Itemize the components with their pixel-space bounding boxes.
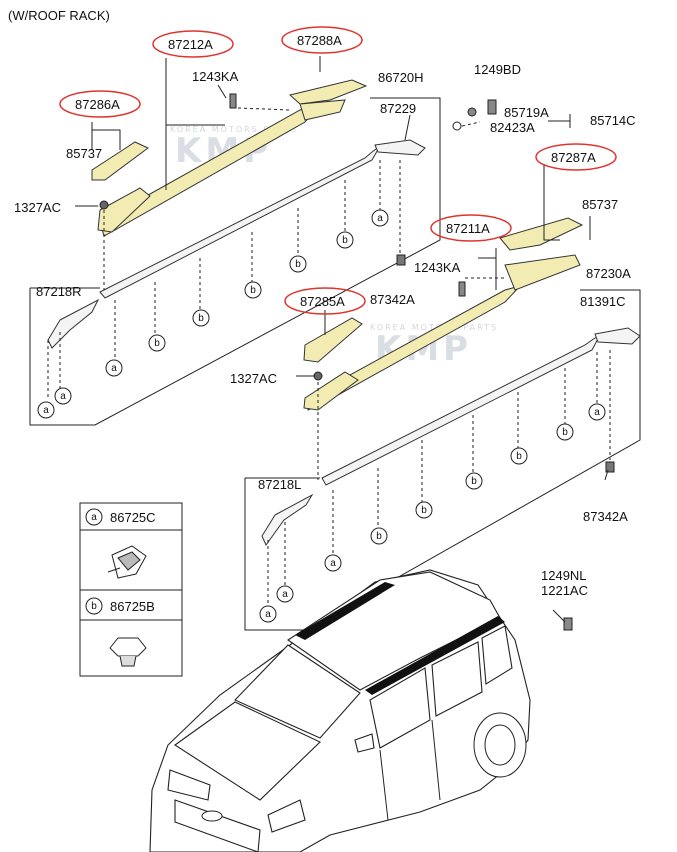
legend-part-a: 86725C [110, 510, 156, 525]
car-illustration [149, 569, 531, 852]
label-87212A: 87212A [168, 37, 213, 52]
callout-b: b [465, 472, 483, 490]
label-82423A: 82423A [490, 120, 535, 135]
upper-guide-lines [47, 107, 481, 400]
clip-a-icon [107, 545, 147, 579]
highlight-87285A [284, 287, 366, 315]
label-87286A: 87286A [75, 97, 120, 112]
svg-text:b: b [376, 531, 382, 542]
lower-callouts: a a a b b b b b a [259, 403, 606, 623]
label-87211A: 87211A [446, 221, 490, 236]
svg-text:b: b [154, 338, 160, 349]
label-87230A: 87230A [586, 266, 631, 281]
upper-callouts: a a a b b b b b a [37, 209, 389, 419]
callout-b: b [192, 309, 210, 327]
callout-a: a [259, 605, 277, 623]
diagram-title: (W/ROOF RACK) [8, 8, 110, 23]
upper-rail-cover-87212A [91, 79, 368, 237]
upper-leaders [75, 56, 571, 207]
upper-end-bracket [97, 187, 151, 233]
callout-a: a [588, 403, 606, 421]
callout-a: a [276, 585, 294, 603]
lower-fasteners [313, 371, 615, 631]
label-85737: 85737 [66, 146, 102, 161]
svg-text:a: a [60, 391, 66, 402]
label-87218R: 87218R [36, 284, 82, 299]
label-87218L: 87218L [258, 477, 301, 492]
label-87229: 87229 [380, 101, 416, 116]
label-87342A: 87342A [370, 292, 415, 307]
lower-assembly-frame [244, 289, 641, 631]
clip-b-icon [109, 637, 147, 667]
svg-text:a: a [282, 589, 288, 600]
callout-b: b [510, 447, 528, 465]
label-1249BD: 1249BD [474, 62, 521, 77]
label-85737: 85737 [582, 197, 618, 212]
part-labels: 87212A 87288A 1243KA 87286A 85737 1327AC… [14, 26, 636, 598]
callout-b: b [244, 281, 262, 299]
svg-text:a: a [111, 363, 117, 374]
svg-text:a: a [43, 405, 49, 416]
label-1221AC: 1221AC [541, 583, 588, 598]
svg-text:KOREA MOTORS PARTS: KOREA MOTORS PARTS [170, 125, 298, 134]
label-87287A: 87287A [551, 150, 596, 165]
highlight-87286A [59, 90, 141, 118]
lower-guide-lines [267, 277, 611, 605]
legend-item-b: b 86725B [85, 597, 155, 615]
callout-a: a [54, 387, 72, 405]
upper-fasteners [99, 93, 497, 297]
callout-a: a [37, 401, 55, 419]
svg-text:a: a [594, 407, 600, 418]
legend-part-b: 86725B [110, 599, 155, 614]
callout-b: b [148, 334, 166, 352]
upper-roof-rail [47, 139, 426, 349]
label-87288A: 87288A [297, 33, 342, 48]
svg-text:b: b [295, 259, 301, 270]
lower-rail-cover-87211A [303, 217, 584, 411]
svg-text:b: b [471, 476, 477, 487]
callout-b: b [556, 423, 574, 441]
callout-b: b [289, 255, 307, 273]
label-1327AC: 1327AC [230, 371, 277, 386]
label-1243KA: 1243KA [192, 69, 239, 84]
callout-a: a [371, 209, 389, 227]
svg-text:b: b [342, 235, 348, 246]
label-1249NL: 1249NL [541, 568, 587, 583]
svg-text:a: a [330, 558, 336, 569]
highlight-87288A [281, 26, 363, 54]
lower-roof-rail [261, 327, 641, 546]
svg-text:KOREA MOTORS PARTS: KOREA MOTORS PARTS [370, 323, 498, 332]
upper-assembly-frame [29, 97, 441, 426]
label-87285A: 87285A [300, 294, 345, 309]
label-85719A: 85719A [504, 105, 549, 120]
svg-text:a: a [377, 213, 383, 224]
svg-text:b: b [198, 313, 204, 324]
callout-b: b [415, 501, 433, 519]
svg-text:a: a [265, 609, 271, 620]
highlight-87287A [535, 143, 617, 171]
label-86720H: 86720H [378, 70, 424, 85]
callout-b: b [370, 527, 388, 545]
label-85714C: 85714C [590, 113, 636, 128]
lower-leaders [296, 164, 609, 623]
svg-text:b: b [421, 505, 427, 516]
label-81391C: 81391C [580, 294, 626, 309]
svg-text:b: b [562, 427, 568, 438]
callout-a: a [324, 554, 342, 572]
callout-a: a [105, 359, 123, 377]
label-87342A: 87342A [583, 509, 628, 524]
callout-b: b [336, 231, 354, 249]
highlight-87212A [152, 30, 234, 58]
label-1243KA: 1243KA [414, 260, 461, 275]
svg-text:a: a [91, 512, 97, 523]
label-1327AC: 1327AC [14, 200, 61, 215]
highlight-87211A [430, 214, 512, 242]
svg-text:b: b [250, 285, 256, 296]
legend: a 86725C b 86725B [79, 502, 183, 677]
legend-item-a: a 86725C [85, 508, 156, 526]
svg-text:b: b [91, 601, 97, 612]
svg-text:b: b [516, 451, 522, 462]
